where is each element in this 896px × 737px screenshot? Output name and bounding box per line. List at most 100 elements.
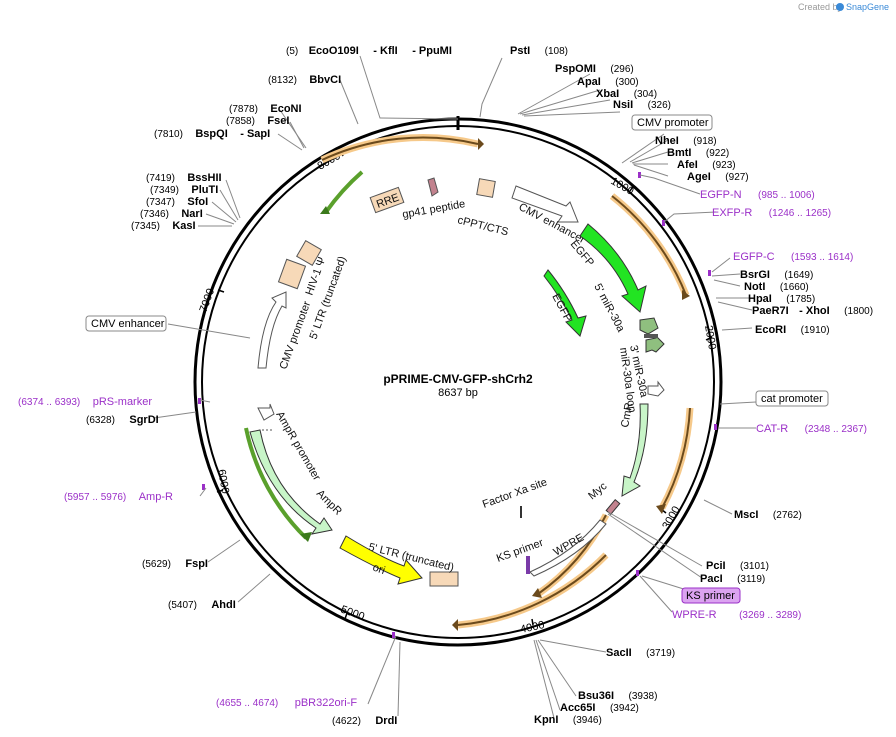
enzyme-sfoi-name: SfoI	[187, 196, 208, 208]
mir30a-5-arrow	[639, 317, 659, 335]
enzyme-bspqi-name: BspQI	[195, 128, 227, 140]
enzyme-ecoo109i-pos: (5)	[286, 46, 298, 57]
leader-lines	[153, 55, 757, 719]
enzyme-msci-pos: (2762)	[773, 510, 802, 521]
enzyme-bsshii-pos: (7419)	[146, 173, 175, 184]
cppt-feature	[476, 178, 496, 198]
enzyme-acc65i-group: Acc65I (3942)	[560, 698, 639, 715]
enzyme-drdi-name: DrdI	[375, 715, 397, 727]
tick-2000: 2000	[702, 324, 718, 350]
enzyme-pspomi-pos: (296)	[610, 64, 633, 75]
enzyme-pluti-name: PluTI	[191, 184, 218, 196]
mir30a-loop-feature	[644, 334, 658, 338]
primer-egfp-c-name: EGFP-C	[733, 251, 775, 263]
enzyme-nhei-pos: (918)	[693, 136, 716, 147]
enzyme-drdi-pos: (4622)	[332, 716, 361, 727]
enzyme-bsrgi-pos: (1649)	[784, 270, 813, 281]
enzyme-paci-group: PacI (3119)	[700, 569, 765, 586]
enzyme-apai-name: ApaI	[577, 76, 601, 88]
enzyme-ecoo109i-name: EcoO109I	[309, 45, 359, 57]
enzyme-xbai-pos: (304)	[634, 89, 657, 100]
enzyme-noti-name: NotI	[744, 281, 765, 293]
cmv-enhancer-box-label: CMV enhancer	[91, 318, 165, 330]
enzyme-pluti-group: (7349) PluTI	[150, 180, 218, 197]
ks-primer-box-label: KS primer	[686, 590, 735, 602]
cat-promoter-box	[755, 390, 829, 407]
enzyme-psti-name: PstI	[510, 45, 530, 57]
primer-cat-r-name: CAT-R	[756, 423, 788, 435]
enzyme-msci-group: MscI (2762)	[734, 505, 802, 522]
orf-arcs	[244, 134, 694, 629]
enzyme-bmti-name: BmtI	[667, 147, 691, 159]
myc-label: Myc	[586, 480, 610, 502]
ori-arrow	[339, 535, 423, 585]
enzyme-bmti-group: BmtI (922)	[667, 143, 729, 160]
enzyme-paer7i-name: PaeR7I	[752, 305, 789, 317]
enzyme-afei-group: AfeI (923)	[677, 155, 736, 172]
ks-primer-feature	[526, 556, 530, 574]
enzyme-sgrdi-name: SgrDI	[129, 414, 158, 426]
primer-prs-marker-range: (6374 .. 6393)	[18, 397, 80, 408]
enzyme-fspi-name: FspI	[185, 558, 208, 570]
enzyme-bspqi-pos: (7810)	[154, 129, 183, 140]
enzyme-apai-group: ApaI (300)	[577, 72, 639, 89]
enzyme-fspi-group: (5629) FspI	[142, 554, 208, 571]
primer-egfp-n-name: EGFP-N	[700, 189, 742, 201]
enzyme-nari-pos: (7346)	[140, 209, 169, 220]
tick-4000: 4000	[519, 619, 545, 636]
enzyme-pspomi-name: PspOMI	[555, 63, 596, 75]
enzyme-sacii-name: SacII	[606, 647, 632, 659]
enzyme-pcii-pos: (3101)	[740, 561, 769, 572]
enzyme-agei-pos: (927)	[725, 172, 748, 183]
primer-egfp-n: EGFP-N (985 .. 1006)	[700, 185, 815, 202]
enzyme-ecori-pos: (1910)	[801, 325, 830, 336]
gp41-label: gp41 peptide	[401, 198, 466, 221]
primer-marks	[198, 172, 717, 638]
gp41-feature	[427, 177, 439, 197]
cmr-arrow	[621, 403, 649, 497]
enzyme-xhoi-name: - XhoI	[799, 305, 830, 317]
cmv-enhancer-arrow	[511, 185, 579, 223]
egfp-inner-arrow	[543, 269, 587, 337]
enzyme-ecori-group: EcoRI (1910)	[755, 320, 830, 337]
cppt-label: cPPT/CTS	[456, 214, 509, 238]
enzyme-econi-pos: (7878)	[229, 104, 258, 115]
egfp-outer-arrow	[579, 223, 647, 313]
mir30a-3-arrow	[645, 334, 665, 353]
tick-5000: 5000	[339, 604, 366, 624]
enzyme-hpai-pos: (1785)	[786, 294, 815, 305]
ori-label: ori	[371, 562, 387, 577]
enzyme-acc65i-pos: (3942)	[610, 703, 639, 714]
tick-1000: 1000	[609, 175, 636, 198]
primer-pbr322ori-f: (4655 .. 4674) pBR322ori-F	[216, 693, 357, 710]
primer-wpre-r-name: WPRE-R	[672, 609, 717, 621]
cat-promoter-arrow	[647, 380, 665, 397]
enzyme-afei-pos: (923)	[712, 160, 735, 171]
ampr-promoter-label: AmpR promoter	[273, 410, 322, 484]
enzyme-nari-name: NarI	[181, 208, 202, 220]
enzyme-ahdi-group: (5407) AhdI	[168, 595, 236, 612]
primer-wpre-r-range: (3269 .. 3289)	[739, 610, 801, 621]
enzyme-hpai-name: HpaI	[748, 293, 772, 305]
enzyme-pspomi-group: PspOMI (296)	[555, 59, 634, 76]
enzyme-xbai-group: XbaI (304)	[596, 84, 657, 101]
enzyme-bsrgi-group: BsrGI (1649)	[740, 265, 813, 282]
enzyme-fsei-pos: (7858)	[226, 116, 255, 127]
enzyme-nari-group: (7346) NarI	[140, 204, 203, 221]
enzyme-econi-name: EcoNI	[270, 103, 301, 115]
enzyme-ecoo109i-group: (5) EcoO109I - KflI - PpuMI	[286, 41, 452, 58]
enzyme-paer7i-group: PaeR7I - XhoI (1800)	[752, 301, 873, 318]
enzyme-nsii-name: NsiI	[613, 99, 633, 111]
enzyme-ecori-name: EcoRI	[755, 324, 786, 336]
enzyme-sgrdi-pos: (6328)	[86, 415, 115, 426]
enzyme-pcii-name: PciI	[706, 560, 726, 572]
enzyme-bbvci-pos: (8132)	[268, 75, 297, 86]
enzyme-hpai-group: HpaI (1785)	[748, 289, 815, 306]
brand-app-name: SnapGene	[846, 2, 889, 12]
enzyme-agei-name: AgeI	[687, 171, 711, 183]
enzyme-sacii-pos: (3719)	[646, 648, 675, 659]
enzyme-kpni-pos: (3946)	[573, 715, 602, 726]
primer-wpre-r: WPRE-R (3269 .. 3289)	[672, 605, 801, 622]
enzyme-paer7i-pos: (1800)	[844, 306, 873, 317]
